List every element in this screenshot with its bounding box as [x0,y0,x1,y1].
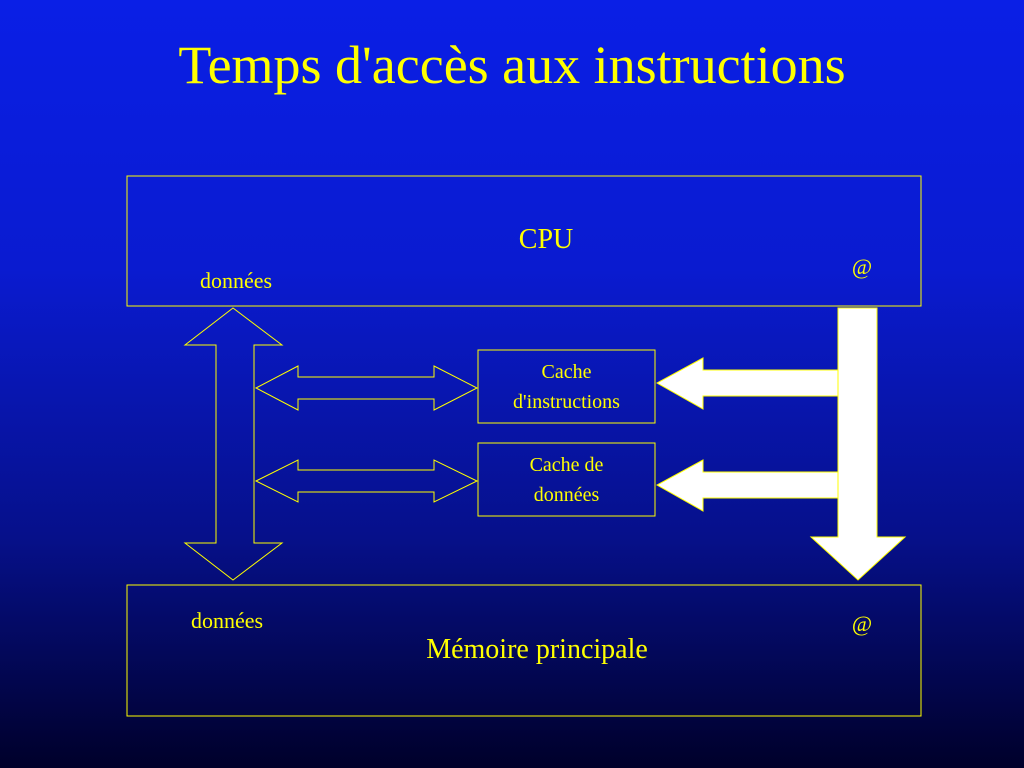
address-to-data-cache-arrow [655,459,839,512]
data-cache-line2: données [533,484,600,506]
address-to-instruction-cache-arrow [655,357,839,410]
memory-address-label: @ [851,611,873,636]
instruction-cache-line1: Cache [541,361,592,383]
data-cache-data-arrow [254,459,479,503]
instruction-cache-box [477,349,656,424]
data-bus-vertical-arrow [183,307,284,581]
memory-data-label: données [190,608,264,633]
slide-title: Temps d'accès aux instructions [178,35,846,95]
data-cache-line1: Cache de [529,454,604,476]
instruction-cache-line2: d'instructions [513,391,620,413]
cpu-label: CPU [518,224,574,255]
cpu-address-label: @ [851,254,873,279]
instruction-cache-data-arrow [254,365,479,411]
address-bus-arrow [809,307,907,581]
memory-box [126,584,922,717]
cpu-data-label: données [199,268,273,293]
instruction-cache-label: Cache d'instructions [478,357,655,417]
data-cache-box [477,442,656,517]
cpu-box [126,175,922,307]
data-cache-label: Cache de données [478,450,655,510]
memory-label: Mémoire principale [426,634,648,665]
